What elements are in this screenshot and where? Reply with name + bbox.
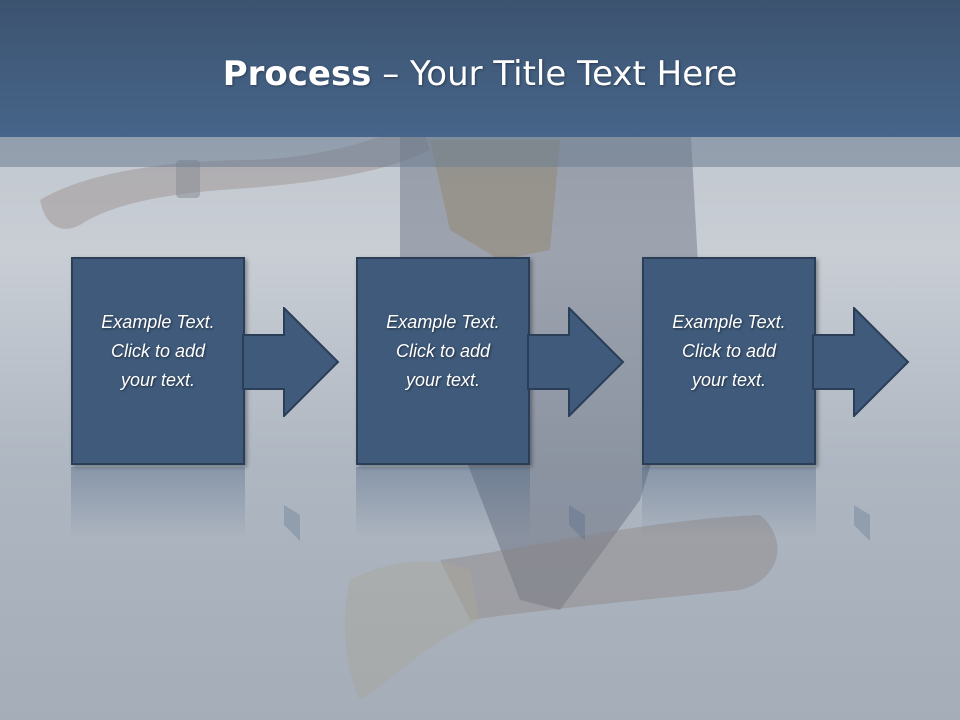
step-reflection-1: [71, 467, 245, 537]
step-3-line-1: Example Text.: [672, 311, 786, 332]
arrow-right-icon: [242, 307, 340, 417]
step-reflection-3: [642, 467, 816, 537]
title-bold: Process: [222, 54, 372, 94]
arrow-right-icon: [527, 307, 625, 417]
slide-title[interactable]: Process – Your Title Text Here: [0, 52, 960, 96]
step-box-2[interactable]: Example Text. Click to add your text.: [356, 257, 530, 465]
step-1-line-2: Click to add: [110, 340, 206, 361]
step-text-1: Example Text. Click to add your text.: [83, 308, 233, 395]
step-1-line-1: Example Text.: [101, 311, 215, 332]
step-2-line-1: Example Text.: [386, 311, 500, 332]
step-2-line-3: your text.: [405, 369, 481, 390]
step-3-line-2: Click to add: [681, 340, 777, 361]
arrow-right-icon: [812, 307, 910, 417]
step-text-2: Example Text. Click to add your text.: [368, 308, 518, 395]
title-strip: [0, 137, 960, 167]
step-box-3[interactable]: Example Text. Click to add your text.: [642, 257, 816, 465]
arrow-reflection-icon: [569, 505, 585, 541]
step-text-3: Example Text. Click to add your text.: [654, 308, 804, 395]
step-reflection-2: [356, 467, 530, 537]
arrow-reflection-icon: [284, 505, 300, 541]
title-rest: – Your Title Text Here: [371, 54, 738, 94]
step-3-line-3: your text.: [691, 369, 767, 390]
step-2-line-2: Click to add: [395, 340, 491, 361]
step-1-line-3: your text.: [120, 369, 196, 390]
title-bar: [0, 0, 960, 137]
step-box-1[interactable]: Example Text. Click to add your text.: [71, 257, 245, 465]
arrow-reflection-icon: [854, 505, 870, 541]
